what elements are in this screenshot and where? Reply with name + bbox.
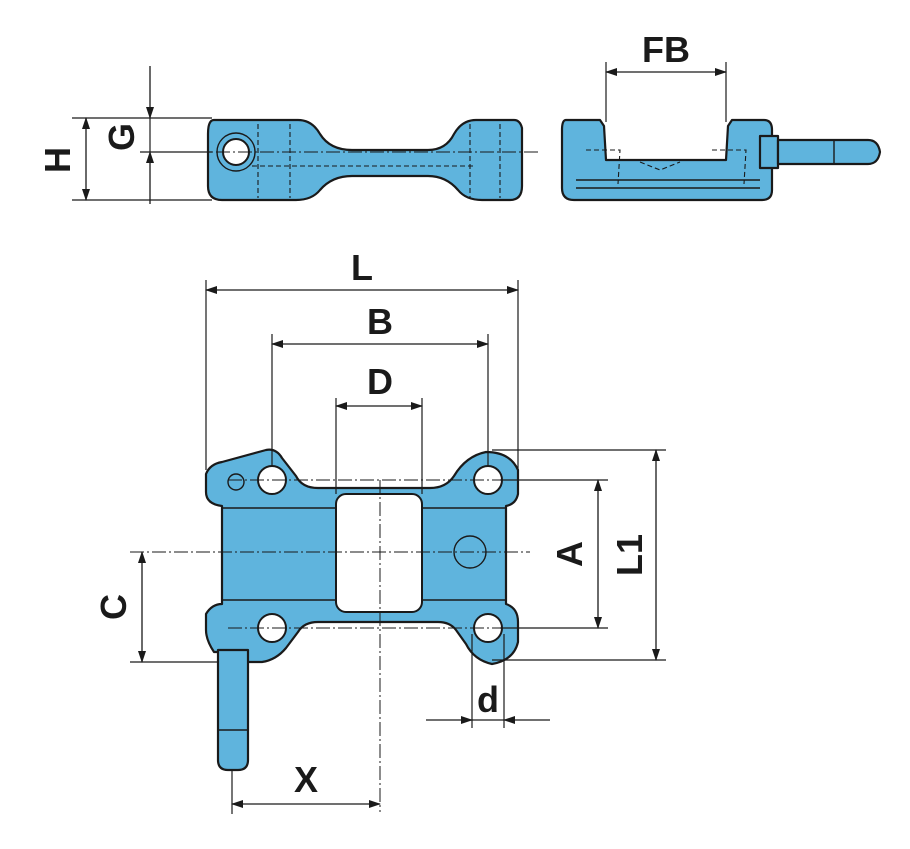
label-C: C	[93, 594, 134, 620]
dim-L: L	[205, 247, 519, 470]
end-view-pin-collar	[758, 134, 780, 170]
dim-B: B	[271, 301, 489, 466]
plan-view-pin	[216, 648, 250, 772]
label-B: B	[367, 301, 393, 342]
plan-view	[130, 448, 530, 812]
plan-view-window	[335, 493, 423, 613]
dim-X: X	[231, 759, 381, 814]
end-view: FB	[560, 29, 882, 202]
end-view-pin	[776, 138, 882, 166]
dim-C: C	[93, 551, 218, 663]
label-L: L	[351, 247, 373, 288]
dim-L1: L1	[492, 449, 666, 661]
dim-D: D	[335, 361, 423, 494]
label-FB: FB	[642, 29, 690, 70]
marking-symbol	[227, 473, 245, 491]
dim-A: A	[500, 479, 608, 629]
label-d: d	[477, 679, 499, 720]
label-L1: L1	[609, 534, 650, 576]
dim-d: d	[426, 634, 550, 728]
side-view	[150, 118, 540, 202]
label-A: A	[549, 541, 590, 567]
label-G: G	[101, 123, 142, 151]
side-view-body	[206, 118, 524, 202]
label-X: X	[294, 759, 318, 800]
label-H: H	[37, 147, 78, 173]
label-D: D	[367, 361, 393, 402]
dim-h-g: H G	[37, 66, 212, 204]
